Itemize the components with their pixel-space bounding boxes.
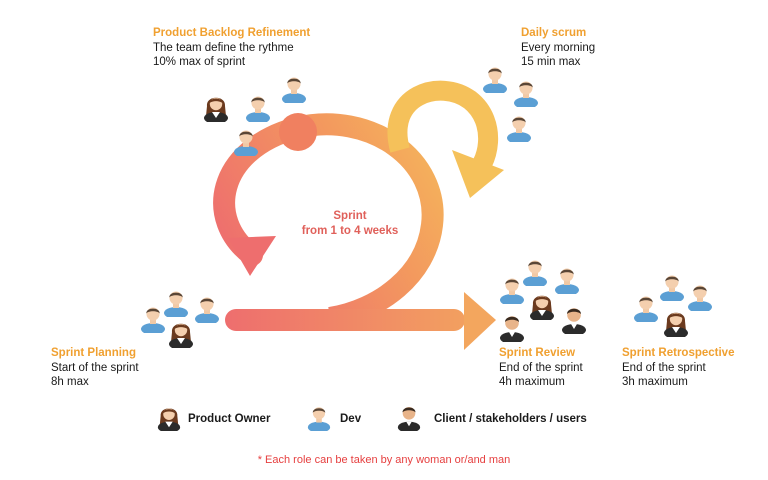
woman-icon [530,295,554,320]
man-blue-shirt-icon [555,268,579,294]
woman-icon [169,323,193,348]
sprint-retrospective-line1: End of the sprint [622,361,706,374]
man-blue-shirt-icon [164,291,188,317]
man-blue-shirt-icon [688,285,712,311]
man-dark-shirt-icon [562,308,586,334]
man-blue-shirt-icon [483,67,507,93]
daily-scrum-title: Daily scrum [521,27,587,39]
sprint-flow-arrowhead [464,292,496,350]
daily-scrum-line1: Every morning [521,41,596,54]
sprint-retrospective-label: Sprint Retrospective End of the sprint 3… [622,346,734,390]
sprint-planning-label: Sprint Planning Start of the sprint 8h m… [51,346,139,390]
sprint-loop-knob [279,113,317,151]
sprint-loop-arrowhead [228,236,276,276]
man-blue-shirt-icon [507,116,531,142]
dev-legend-icon [307,407,331,431]
daily-scrum-label: Daily scrum Every morning 15 min max [521,26,595,70]
backlog-refinement-line2: 10% max of sprint [153,56,246,68]
man-blue-shirt-icon [514,81,538,107]
sprint-planning-line1: Start of the sprint [51,361,139,374]
man-blue-shirt-icon [246,96,270,122]
sprint-flow-bar [225,309,465,331]
sprint-retrospective-line2: 3h maximum [622,376,688,388]
sprint-review-line1: End of the sprint [499,361,583,374]
sprint-review-line2: 4h maximum [499,376,565,388]
footnote: * Each role can be taken by any woman or… [257,454,511,466]
legend-dev: Dev [340,413,362,425]
backlog-refinement-title: Product Backlog Refinement [153,27,311,39]
backlog-refinement-line1: The team define the rythme [153,41,294,54]
man-blue-shirt-icon [660,275,684,301]
woman-icon [664,312,688,337]
legend-product-owner: Product Owner [188,413,271,425]
sprint-loop-arc-right [293,113,444,329]
sprint-planning-title: Sprint Planning [51,347,136,359]
legend-client: Client / stakeholders / users [434,413,587,425]
product-owner-legend-icon [157,408,181,431]
daily-scrum-line2: 15 min max [521,56,581,68]
sprint-center-label: Sprint from 1 to 4 weeks [275,209,425,238]
sprint-review-title: Sprint Review [499,347,576,359]
woman-icon [204,97,228,122]
man-blue-shirt-icon [282,77,306,103]
sprint-review-label: Sprint Review End of the sprint 4h maxim… [499,346,583,390]
daily-loop-arc [387,80,499,187]
man-blue-shirt-icon [141,307,165,333]
backlog-refinement-label: Product Backlog Refinement The team defi… [153,26,310,70]
daily-loop-arrowhead [452,150,504,198]
sprint-title: Sprint [333,210,367,222]
man-blue-shirt-icon [634,296,658,322]
man-dark-shirt-icon [500,316,524,342]
client-legend-icon [397,406,421,431]
sprint-retrospective-title: Sprint Retrospective [622,347,735,359]
man-blue-shirt-icon [195,297,219,323]
man-blue-shirt-icon [523,260,547,286]
sprint-planning-line2: 8h max [51,376,89,388]
man-blue-shirt-icon [500,278,524,304]
sprint-duration: from 1 to 4 weeks [301,224,399,237]
